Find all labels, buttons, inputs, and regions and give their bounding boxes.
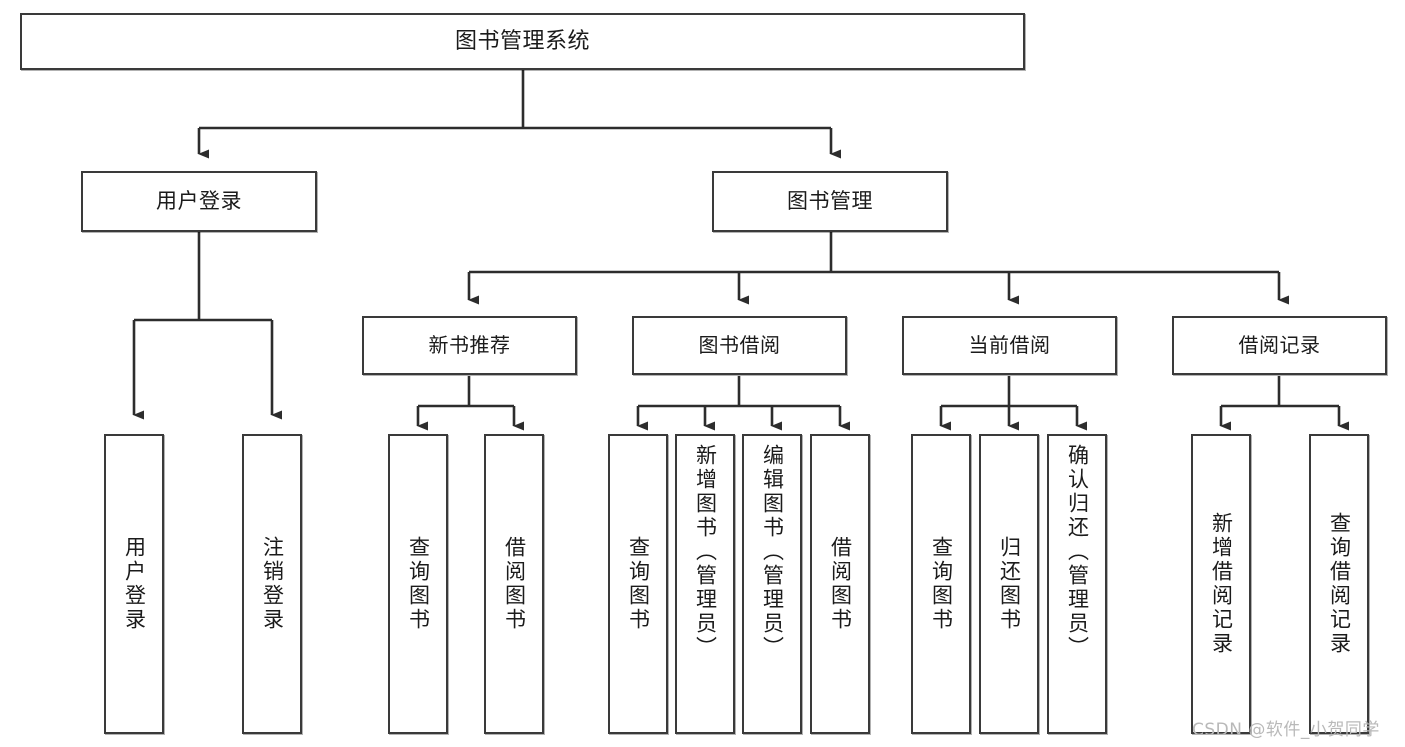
node-label: 查询借阅记录 (1327, 512, 1352, 656)
node-label: 确认归还（管理员） (1065, 444, 1090, 660)
node-borrow-record[interactable]: 借阅记录 (1172, 316, 1387, 375)
node-label: 用户登录 (122, 536, 147, 632)
node-book-management[interactable]: 图书管理 (712, 171, 948, 232)
node-label: 查询图书 (626, 536, 651, 632)
leaf-current-query-book[interactable]: 查询图书 (911, 434, 971, 734)
csdn-watermark: CSDN @软件_小贺同学 (1192, 720, 1380, 740)
node-label: 借阅图书 (502, 536, 527, 632)
leaf-new-book-query[interactable]: 查询图书 (388, 434, 448, 734)
node-label: 查询图书 (406, 536, 431, 632)
node-label: 新书推荐 (428, 332, 511, 357)
leaf-record-add-record[interactable]: 新增借阅记录 (1191, 434, 1251, 734)
node-label: 注销登录 (260, 536, 285, 632)
node-current-borrow[interactable]: 当前借阅 (902, 316, 1117, 375)
node-label: 借阅图书 (828, 536, 853, 632)
node-label: 新增借阅记录 (1209, 512, 1234, 656)
leaf-borrow-query-book[interactable]: 查询图书 (608, 434, 668, 734)
node-label: 图书借阅 (698, 332, 781, 357)
leaf-current-return-book[interactable]: 归还图书 (979, 434, 1039, 734)
node-label: 编辑图书（管理员） (760, 444, 785, 660)
leaf-borrow-borrow-book[interactable]: 借阅图书 (810, 434, 870, 734)
leaf-user-login-logout[interactable]: 注销登录 (242, 434, 302, 734)
node-root-system[interactable]: 图书管理系统 (20, 13, 1025, 70)
node-new-book-recommend[interactable]: 新书推荐 (362, 316, 577, 375)
leaf-new-book-borrow[interactable]: 借阅图书 (484, 434, 544, 734)
node-label: 图书管理 (787, 189, 873, 214)
node-label: 借阅记录 (1238, 332, 1321, 357)
node-label: 新增图书（管理员） (693, 444, 718, 660)
node-label: 归还图书 (997, 536, 1022, 632)
leaf-current-confirm-return-admin[interactable]: 确认归还（管理员） (1047, 434, 1107, 734)
node-user-login[interactable]: 用户登录 (81, 171, 317, 232)
leaf-record-query-record[interactable]: 查询借阅记录 (1309, 434, 1369, 734)
leaf-borrow-edit-book-admin[interactable]: 编辑图书（管理员） (742, 434, 802, 734)
leaf-borrow-add-book-admin[interactable]: 新增图书（管理员） (675, 434, 735, 734)
node-book-borrow[interactable]: 图书借阅 (632, 316, 847, 375)
node-label: 图书管理系统 (454, 28, 590, 54)
node-label: 查询图书 (929, 536, 954, 632)
node-label: 当前借阅 (968, 332, 1051, 357)
node-label: 用户登录 (156, 189, 242, 214)
leaf-user-login-login[interactable]: 用户登录 (104, 434, 164, 734)
